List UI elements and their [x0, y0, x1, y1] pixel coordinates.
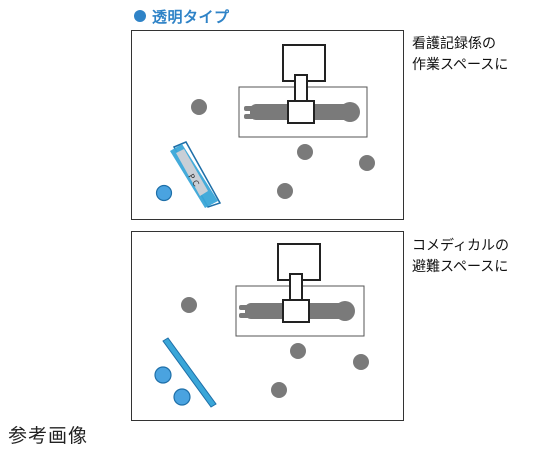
- staff-circle: [277, 183, 293, 199]
- staff-circle: [297, 144, 313, 160]
- staff-circle: [290, 343, 306, 359]
- staff-markers: [181, 297, 369, 398]
- staff-circle: [353, 354, 369, 370]
- header-title: 透明タイプ: [152, 7, 230, 26]
- staff-circle: [191, 99, 207, 115]
- panel-1-caption: 看護記録係の 作業スペースに: [412, 36, 509, 73]
- room-layout-2-drawing: [154, 243, 369, 408]
- staff-markers: [191, 99, 375, 199]
- medical-equipment: [282, 44, 326, 124]
- pc-desk: P C: [170, 141, 222, 208]
- room-layout-panel-2: [131, 231, 404, 421]
- chair-circle: [154, 366, 172, 384]
- chair-circle: [173, 388, 191, 406]
- medical-equipment: [277, 243, 321, 323]
- diagram-header: 透明タイプ: [134, 6, 230, 26]
- chair-circle: [155, 184, 173, 202]
- folded-pc-desk: [162, 337, 217, 408]
- staff-circle: [359, 155, 375, 171]
- room-layout-1-drawing: P C: [155, 44, 375, 208]
- staff-circle: [181, 297, 197, 313]
- room-layout-panel-1: P C: [131, 30, 404, 220]
- reference-image-caption: 参考画像: [8, 425, 89, 447]
- panel-2-caption: コメディカルの 避難スペースに: [412, 238, 510, 275]
- bullet-dot-icon: [134, 10, 146, 22]
- staff-circle: [271, 382, 287, 398]
